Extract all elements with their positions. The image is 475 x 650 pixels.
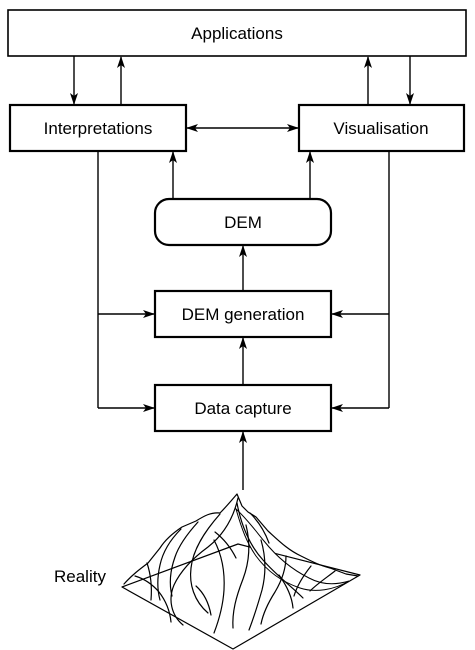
interpretations-label: Interpretations	[44, 119, 153, 138]
mountain-terrain-icon	[121, 493, 361, 650]
visualisation-label: Visualisation	[333, 119, 428, 138]
data-capture-label: Data capture	[194, 399, 291, 418]
dem-label: DEM	[224, 213, 262, 232]
reality-label: Reality	[54, 567, 106, 586]
interpretations-box	[8, 103, 188, 153]
applications-label: Applications	[191, 24, 283, 43]
applications-box	[7, 9, 467, 57]
visualisation-box	[297, 103, 466, 153]
dem-generation-label: DEM generation	[182, 305, 305, 324]
